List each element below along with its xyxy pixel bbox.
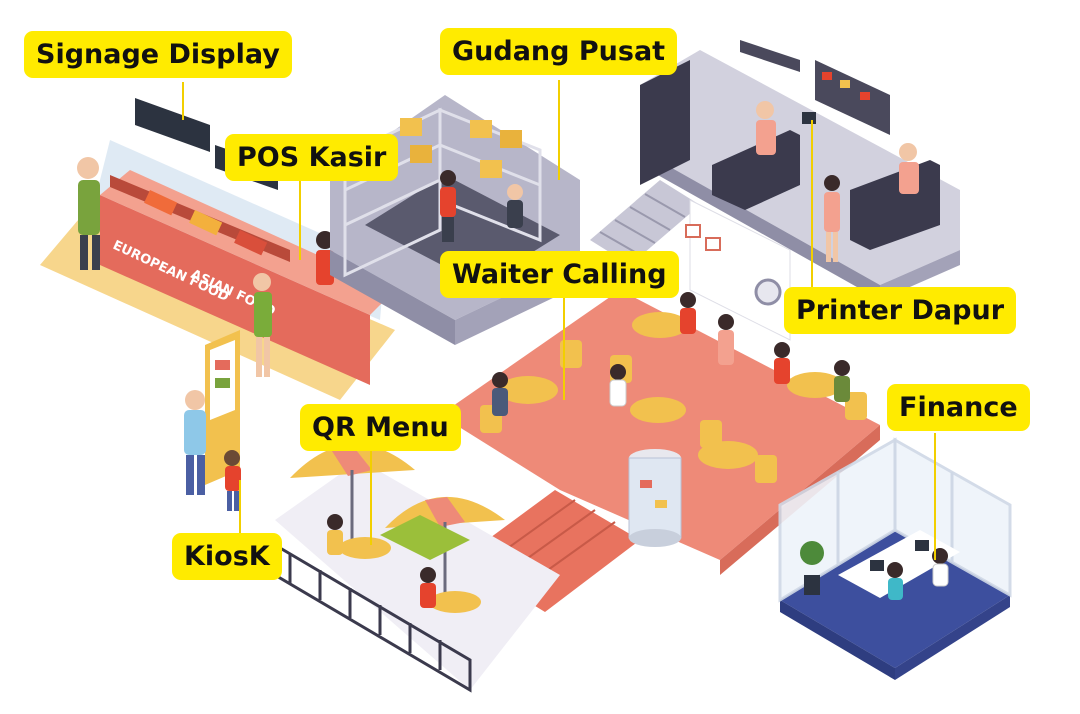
dining-floor — [440, 199, 880, 612]
label-kiosk: KiosK — [172, 533, 282, 580]
label-finance: Finance — [887, 384, 1030, 431]
label-printer-dapur: Printer Dapur — [784, 287, 1017, 334]
outdoor-terrace — [273, 444, 560, 693]
label-qr-menu: QR Menu — [300, 404, 461, 451]
label-waiter-calling: Waiter Calling — [440, 251, 679, 298]
label-pos-kasir: POS Kasir — [225, 134, 399, 181]
kitchen-room — [590, 40, 960, 300]
leader-lines — [182, 80, 936, 560]
label-gudang-pusat: Gudang Pusat — [440, 28, 678, 75]
food-counter-area: EUROPEAN FOOD ASIAN FOOD — [40, 98, 395, 400]
label-signage-display: Signage Display — [24, 31, 292, 78]
kiosk-machine — [184, 330, 241, 511]
finance-office — [778, 437, 1012, 680]
